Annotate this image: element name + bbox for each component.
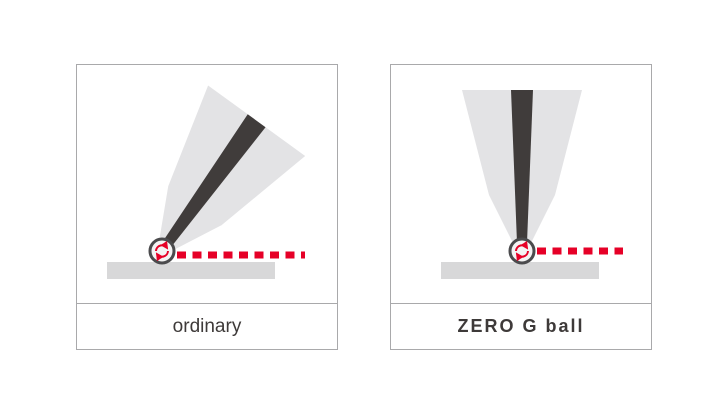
ink-core [162,114,266,248]
tilted-pen [159,85,306,249]
ordinary-pen-illustration [107,85,306,279]
panel-label-zero-g-ball: ZERO G ball [391,303,651,349]
rotation-arrows-icon [515,240,529,262]
ball-tip [508,237,536,265]
zero-g-ball-pen-illustration [441,90,623,279]
writing-surface [107,262,275,279]
panel-ordinary: ordinary [76,64,338,350]
writing-surface [441,262,599,279]
vertical-pen [462,90,582,243]
ink-core [511,90,533,243]
rotation-arrows-icon [155,240,169,262]
panel-zero-g-ball: ZERO G ball [390,64,652,350]
panel-label-ordinary: ordinary [77,303,337,349]
ball-tip [148,237,176,265]
